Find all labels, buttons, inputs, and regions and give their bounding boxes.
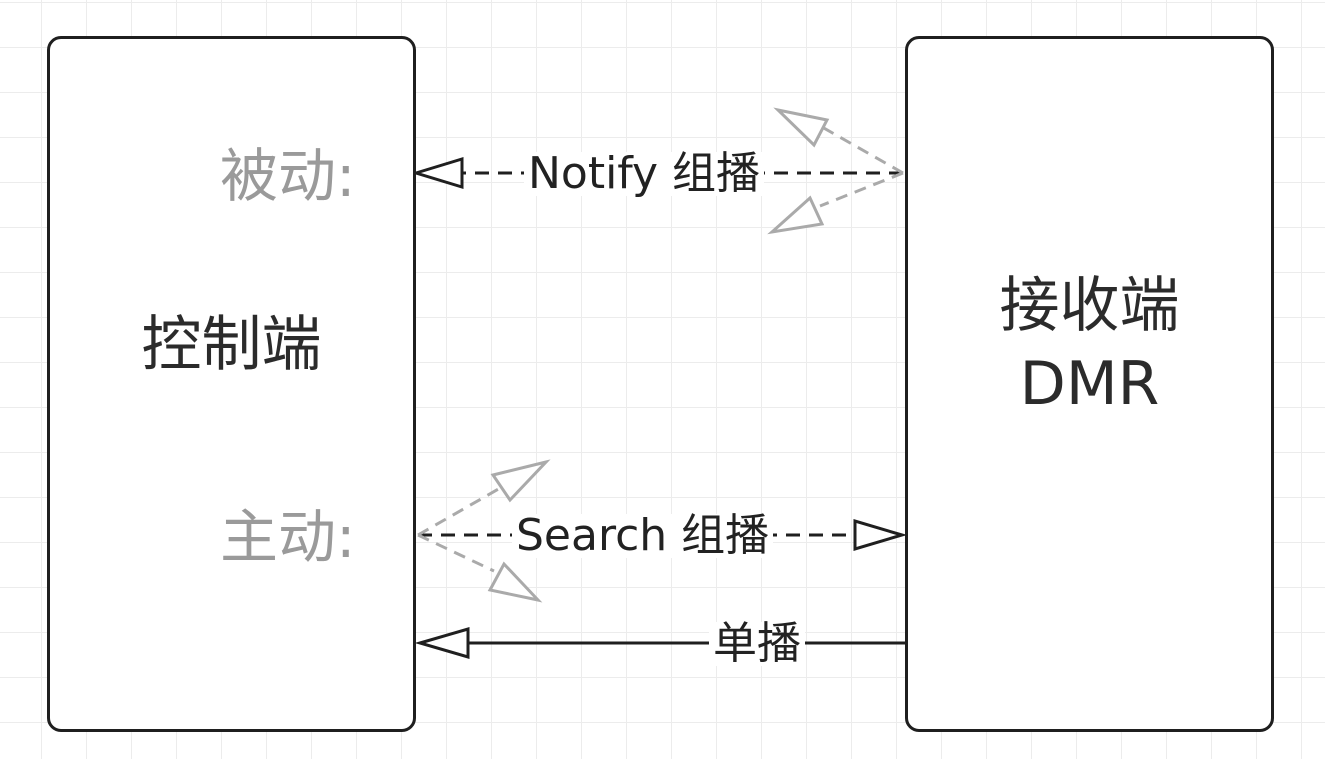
active-label: 主动: (220, 503, 356, 571)
search-edge-label: Search 组播 (512, 514, 774, 558)
unicast-arrowhead (414, 627, 470, 659)
receiver-subtitle: DMR (1019, 349, 1160, 419)
notify-ghost-arrows (767, 107, 904, 235)
notify-arrowhead (410, 156, 464, 190)
passive-label: 被动: (220, 142, 356, 210)
search-arrowhead (853, 518, 908, 552)
unicast-edge-label: 单播 (709, 622, 805, 666)
receiver-node (905, 36, 1274, 732)
notify-edge-label: Notify 组播 (524, 152, 765, 196)
controller-title: 控制端 (141, 310, 322, 380)
search-ghost-arrows (417, 459, 551, 603)
receiver-title: 接收端 (999, 271, 1180, 341)
controller-node (47, 36, 416, 732)
